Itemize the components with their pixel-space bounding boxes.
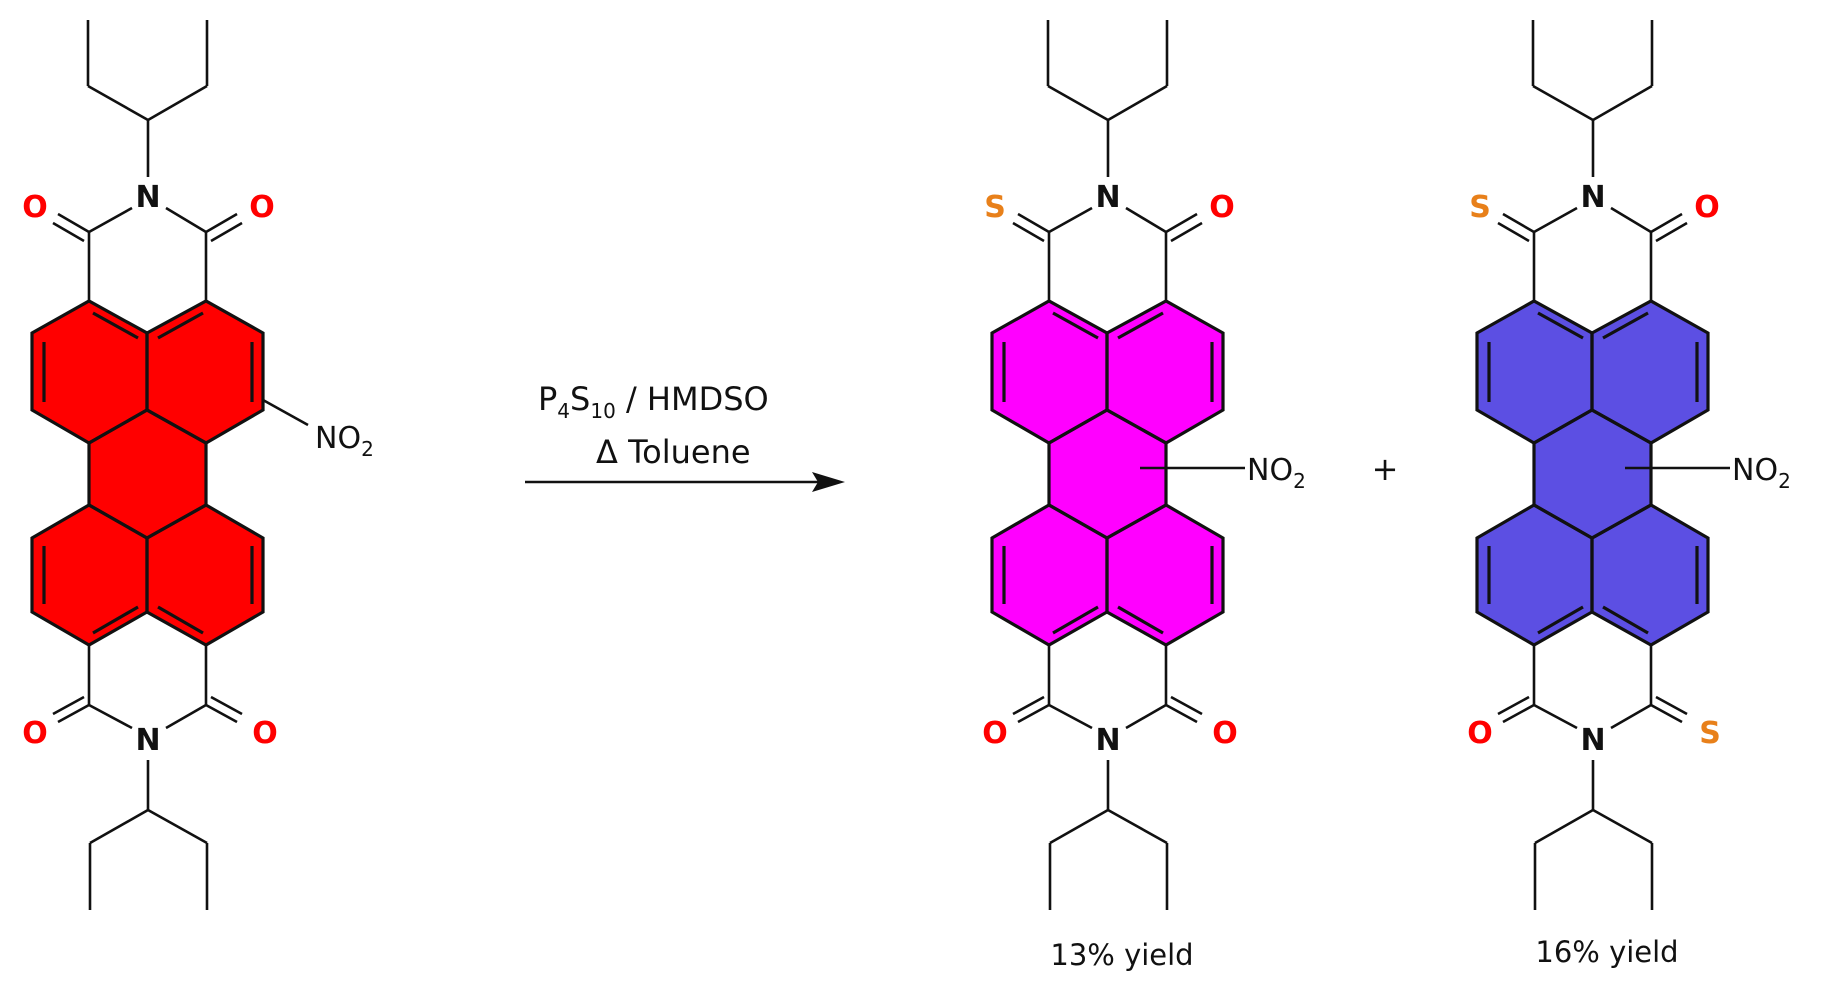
oxygen-atom: O (982, 716, 1008, 751)
oxygen-atom: O (1467, 716, 1493, 751)
nitro-group-label: NO2 (1732, 453, 1791, 493)
product-2-molecule: N S O N O S NO2 16% yield (1467, 20, 1791, 969)
thioimide-top (1497, 20, 1688, 301)
nitrogen-atom: N (135, 723, 160, 758)
plus-sign: + (1372, 450, 1399, 488)
imide-top (52, 20, 243, 301)
nitrogen-atom: N (1095, 180, 1120, 215)
nitro-group-label: NO2 (315, 421, 374, 461)
nitrogen-atom: N (1580, 180, 1605, 215)
imide-bottom (1012, 645, 1203, 910)
yield-label: 16% yield (1535, 935, 1678, 969)
perylene-core-fill (991, 299, 1224, 647)
oxygen-atom: O (1209, 190, 1235, 225)
nitro-bond (262, 398, 309, 427)
sulfur-atom: S (1699, 716, 1721, 751)
nitrogen-atom: N (1580, 723, 1605, 758)
conditions-label: Δ Toluene (596, 433, 751, 471)
sulfur-atom: S (1469, 190, 1491, 225)
nitrogen-atom: N (1095, 723, 1120, 758)
nitro-group-label: NO2 (1247, 453, 1306, 493)
oxygen-atom: O (1212, 716, 1238, 751)
perylene-core-fill (1476, 299, 1709, 647)
yield-label: 13% yield (1050, 938, 1193, 972)
nitrogen-atom: N (135, 180, 160, 215)
reaction-arrow (525, 472, 845, 492)
oxygen-atom: O (22, 716, 48, 751)
oxygen-atom: O (22, 190, 48, 225)
imide-bottom (52, 645, 243, 910)
thioimide-top (1012, 20, 1203, 301)
oxygen-atom: O (252, 716, 278, 751)
product-1-molecule: N S O N O O NO2 13% yield (982, 20, 1306, 972)
thioimide-bottom (1497, 645, 1688, 910)
oxygen-atom: O (249, 190, 275, 225)
oxygen-atom: O (1694, 190, 1720, 225)
reagent-label: P4S10 / HMDSO (538, 380, 769, 423)
sulfur-atom: S (984, 190, 1006, 225)
reactant-molecule: N O O N O O NO2 (22, 20, 374, 910)
